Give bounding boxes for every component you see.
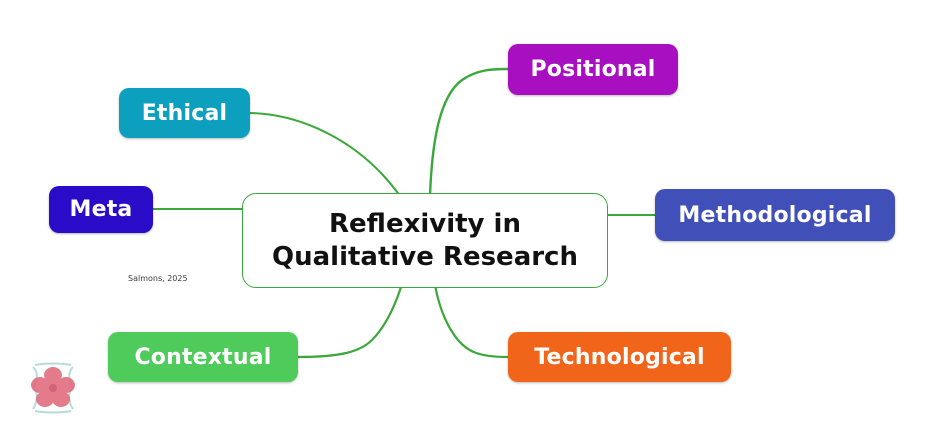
branch-node-meta[interactable]: Meta <box>49 186 153 233</box>
branch-label-ethical: Ethical <box>141 100 228 126</box>
connector-positional <box>428 67 510 198</box>
center-node[interactable]: Reflexivity in Qualitative Research <box>242 193 608 288</box>
branch-label-technological: Technological <box>534 344 705 370</box>
center-node-text: Reflexivity in Qualitative Research <box>258 208 592 273</box>
branch-label-methodological: Methodological <box>678 202 872 228</box>
center-node-line-2: Qualitative Research <box>272 241 578 272</box>
branch-node-positional[interactable]: Positional <box>508 44 678 95</box>
branch-node-technological[interactable]: Technological <box>508 332 731 382</box>
branch-label-contextual: Contextual <box>134 344 272 370</box>
flower-logo <box>27 357 79 419</box>
attribution-caption: Salmons, 2025 <box>128 274 188 283</box>
center-node-line-1: Reflexivity in <box>329 209 521 239</box>
branch-label-positional: Positional <box>530 57 656 82</box>
branch-node-contextual[interactable]: Contextual <box>108 332 298 382</box>
connector-ethical <box>249 112 401 197</box>
branch-label-meta: Meta <box>69 197 133 222</box>
branch-node-methodological[interactable]: Methodological <box>655 189 895 241</box>
branch-node-ethical[interactable]: Ethical <box>119 88 250 138</box>
